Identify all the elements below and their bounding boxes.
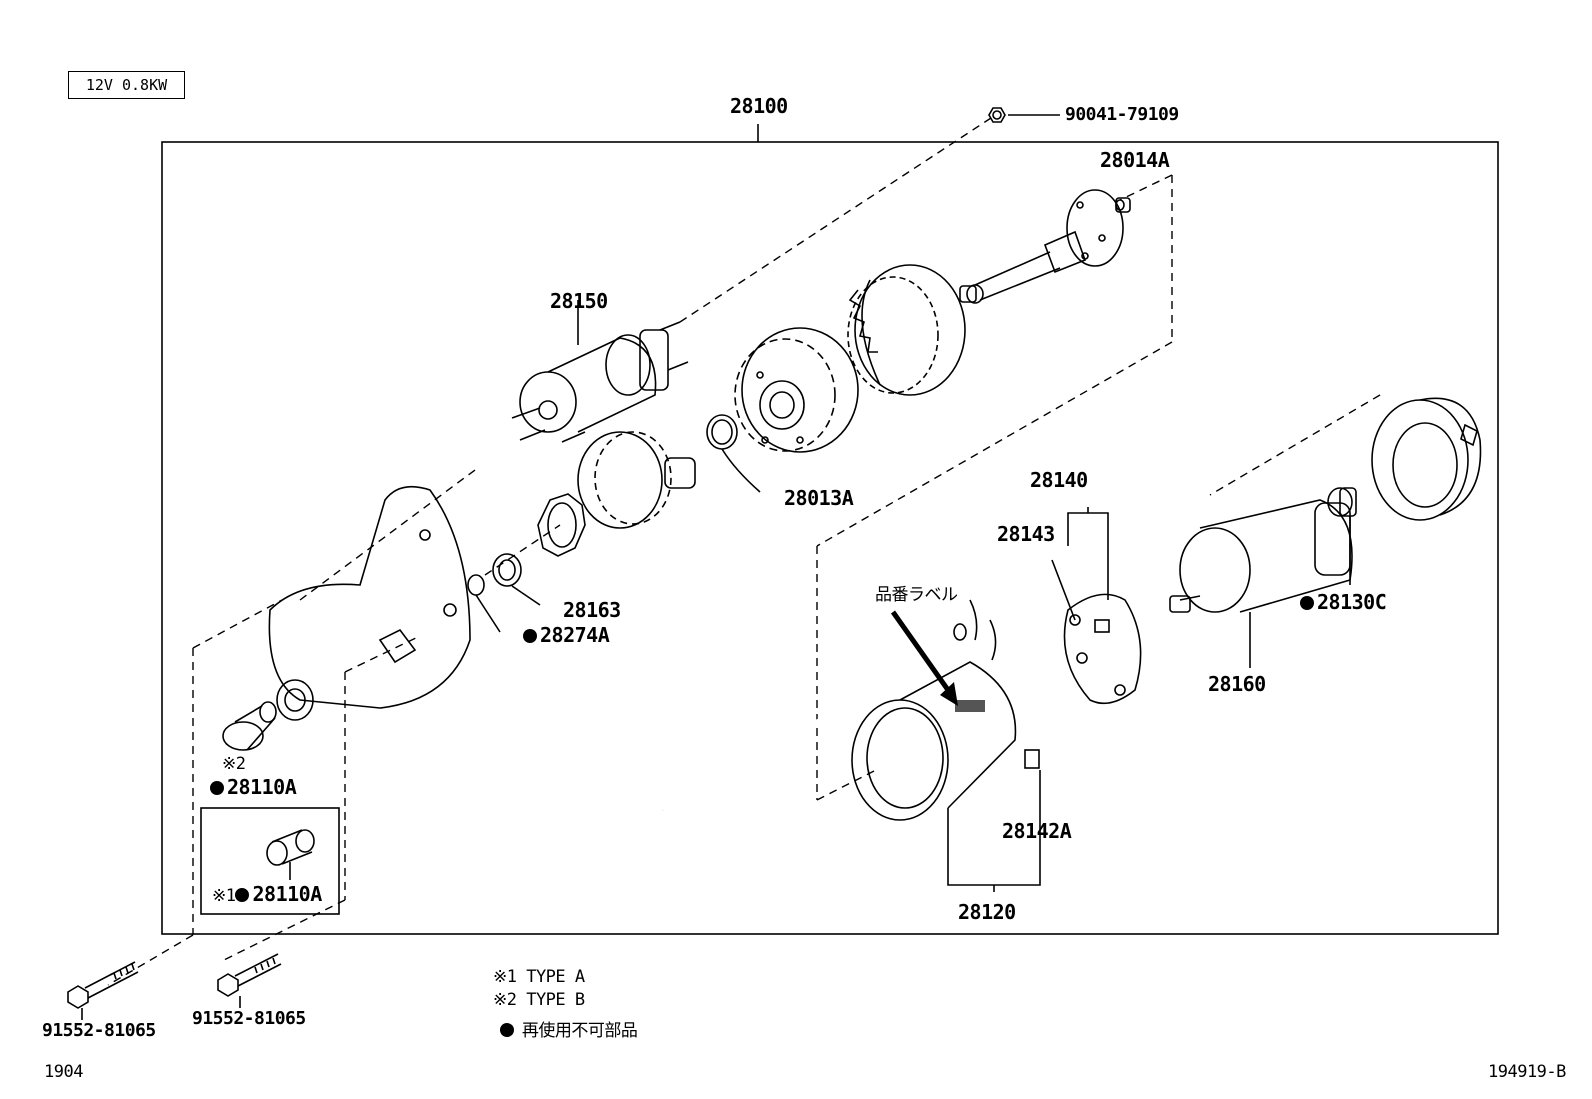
part-28110A-type-b-label[interactable]: 28110A bbox=[210, 775, 297, 799]
part-28130C-text: 28130C bbox=[1317, 590, 1387, 614]
legend-type-a: ※1 TYPE A bbox=[493, 967, 585, 987]
part-28274A-text: 28274A bbox=[540, 623, 610, 647]
bush-28110A-type-a bbox=[266, 829, 315, 880]
legend-type-b: ※2 TYPE B bbox=[493, 990, 585, 1010]
part-28163-label[interactable]: 28163 bbox=[563, 598, 621, 622]
dashed-guides bbox=[107, 117, 1381, 986]
part-28143-label[interactable]: 28143 bbox=[997, 522, 1055, 546]
part-28130C-label[interactable]: 28130C bbox=[1300, 590, 1387, 614]
assembly-label[interactable]: 28100 bbox=[730, 94, 788, 118]
end-frame bbox=[1371, 397, 1482, 521]
drive-housing bbox=[268, 485, 471, 721]
part-28142A-label[interactable]: 28142A bbox=[1002, 819, 1072, 843]
part-28110A-type-a-label[interactable]: ※1 28110A bbox=[212, 882, 322, 906]
armature-28160 bbox=[1169, 499, 1353, 668]
non-reusable-dot-icon bbox=[1300, 596, 1314, 610]
bearing-28130C bbox=[1327, 487, 1357, 585]
clutch-pinion bbox=[537, 431, 696, 557]
type-a-box bbox=[200, 807, 340, 915]
label-arrow bbox=[890, 610, 951, 692]
footer-right: 194919-B bbox=[1488, 1062, 1566, 1082]
part-28274A-label[interactable]: 28274A bbox=[523, 623, 610, 647]
part-28110A-type-b-text: 28110A bbox=[227, 775, 297, 799]
non-reusable-dot-icon bbox=[500, 1023, 514, 1037]
pinion-shaft bbox=[959, 189, 1124, 304]
bolt-left bbox=[67, 961, 139, 1020]
part-28110A-type-a-text: 28110A bbox=[252, 882, 322, 906]
bolt-left-label[interactable]: 91552-81065 bbox=[42, 1020, 156, 1041]
part-28140-label[interactable]: 28140 bbox=[1030, 468, 1088, 492]
assembly-frame bbox=[161, 141, 1499, 935]
part-28014A-label[interactable]: 28014A bbox=[1100, 148, 1170, 172]
legend-non-reusable-text: 再使用不可部品 bbox=[521, 1021, 638, 1041]
part-90041-label[interactable]: 90041-79109 bbox=[1065, 104, 1179, 125]
type-b-mark: ※2 bbox=[222, 754, 246, 774]
legend-non-reusable: 再使用不可部品 bbox=[500, 1016, 638, 1041]
bolt-right bbox=[217, 953, 282, 1008]
part-28120-label[interactable]: 28120 bbox=[958, 900, 1016, 924]
part-28013A-label[interactable]: 28013A bbox=[784, 486, 854, 510]
non-reusable-dot-icon bbox=[235, 888, 250, 902]
solenoid-28150 bbox=[511, 300, 689, 443]
part-number-label-tag: 品番ラベル bbox=[875, 585, 958, 605]
brush-holder-28140 bbox=[1051, 507, 1142, 705]
yoke-28120 bbox=[851, 599, 1041, 892]
type-a-mark: ※1 bbox=[212, 886, 236, 906]
washer-28163 bbox=[492, 553, 541, 606]
bush-28110A-type-b bbox=[222, 701, 277, 751]
nut-90041 bbox=[988, 107, 1060, 123]
non-reusable-dot-icon bbox=[523, 629, 537, 643]
snap-ring-28274A bbox=[467, 574, 501, 633]
footer-left: 1904 bbox=[44, 1062, 83, 1082]
internal-gear bbox=[847, 264, 966, 396]
spec-box: 12V 0.8KW bbox=[68, 71, 185, 99]
bearing-28013A bbox=[706, 414, 761, 493]
non-reusable-dot-icon bbox=[210, 781, 224, 795]
part-28160-label[interactable]: 28160 bbox=[1208, 672, 1266, 696]
part-28150-label[interactable]: 28150 bbox=[550, 289, 608, 313]
planetary-carrier bbox=[734, 327, 859, 453]
bolt-right-label[interactable]: 91552-81065 bbox=[192, 1008, 306, 1029]
